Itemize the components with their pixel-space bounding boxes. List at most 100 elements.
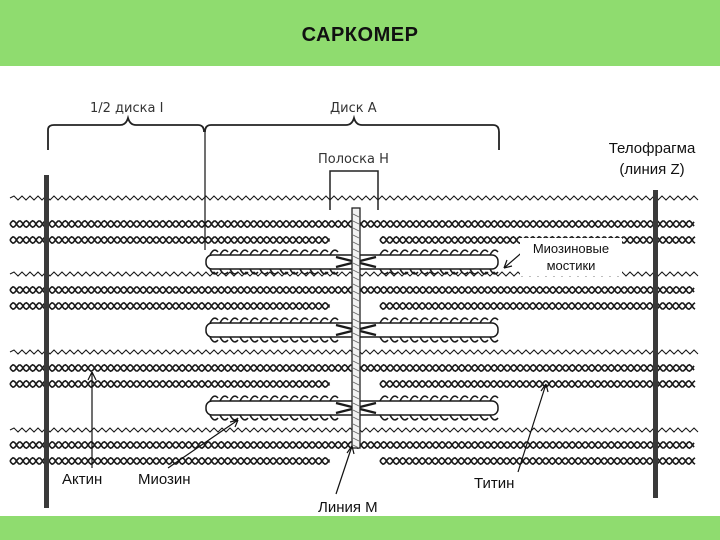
actin-left-row-2-strand-b (9, 301, 331, 311)
m-line-hatch (352, 262, 360, 267)
myosin-head-bottom (459, 268, 469, 275)
m-line-hatch (352, 430, 360, 435)
myosin-head-bottom (299, 414, 309, 421)
myosin-head-top (269, 249, 279, 256)
m-line-hatch (352, 409, 360, 414)
sarcomere-diagram: 1/2 диска I Диск А Полоска Н Телофрагма … (9, 101, 699, 516)
label-telophragma-line2: (линия Z) (619, 161, 684, 178)
actin-left-row-1 (9, 235, 331, 245)
actin-right-row-3-strand-a (379, 379, 696, 389)
myosin-head-top (429, 249, 439, 256)
m-line-hatch (352, 423, 360, 428)
m-line-bar (351, 207, 361, 449)
myosin-head-bottom (229, 336, 239, 343)
myosin-head-bottom (209, 414, 219, 421)
myosin-head-top (419, 395, 429, 402)
titin-row-1 (9, 195, 699, 201)
myosin-head-top (469, 395, 479, 402)
myosin-bridges-label-bg (520, 238, 622, 276)
label-m-line: Линия М (318, 499, 378, 516)
m-line-hatch (352, 388, 360, 393)
pointer-myosin-head (229, 419, 239, 428)
myosin-head-top (389, 395, 399, 402)
myosin-head-bottom (389, 336, 399, 343)
myosin-head-bottom (249, 336, 259, 343)
myosin-head-top (469, 249, 479, 256)
m-line-hatch (352, 290, 360, 295)
myosin-head-bottom (399, 268, 409, 275)
myosin-head-top (389, 317, 399, 324)
myosin-head-bottom (259, 414, 269, 421)
myosin-head-bottom (489, 414, 499, 421)
myosin-head-bottom (309, 268, 319, 275)
actin-left-row-3 (9, 379, 331, 389)
myosin-head-bottom (259, 336, 269, 343)
actin-right-row-4-strand-a (379, 456, 696, 466)
label-myosin-bridges-line2: мостики (547, 258, 596, 273)
myosin-head-bottom (329, 336, 339, 343)
m-line-hatch (352, 234, 360, 239)
myosin-head-top (319, 249, 329, 256)
myosin-head-bottom (459, 336, 469, 343)
m-line-hatch (352, 220, 360, 225)
myosin-head-bottom (469, 336, 479, 343)
myosin-head-bottom (329, 414, 339, 421)
myosin-head-bottom (429, 414, 439, 421)
myosin-head-bottom (489, 336, 499, 343)
myosin-head-top (409, 395, 419, 402)
myosin-head-bottom (379, 336, 389, 343)
myosin-head-top (399, 249, 409, 256)
pointer-myosin (167, 419, 239, 469)
myosin-head-top (379, 249, 389, 256)
myosin-head-top (249, 249, 259, 256)
myosin-head-top (439, 395, 449, 402)
myosin-head-bottom (239, 268, 249, 275)
m-line-hatch (352, 381, 360, 386)
label-disk-a: Диск А (330, 101, 377, 116)
myosin-head-bottom (279, 414, 289, 421)
myosin-head-top (299, 317, 309, 324)
myosin-head-bottom (319, 414, 329, 421)
myosin-head-top (429, 317, 439, 324)
myosin-head-bottom (379, 414, 389, 421)
myosin-head-top (479, 317, 489, 324)
myosin-head-bottom (219, 336, 229, 343)
m-line-hatch (352, 346, 360, 351)
header-band (0, 0, 720, 66)
myosin-head-top (289, 395, 299, 402)
m-line-hatch (352, 374, 360, 379)
myosin-head-bottom (429, 268, 439, 275)
myosin-head-top (279, 249, 289, 256)
brace-half-disk-i (47, 114, 205, 150)
m-line-hatch (352, 311, 360, 316)
m-line-hatch (352, 367, 360, 372)
actin-right-row-4 (379, 456, 696, 466)
label-myosin: Миозин (138, 471, 191, 488)
m-line-hatch (352, 339, 360, 344)
label-half-disk-i: 1/2 диска I (90, 101, 163, 116)
m-line-hatch (352, 325, 360, 330)
z-line-right (653, 190, 658, 498)
myosin-head-top (459, 395, 469, 402)
myosin-head-top (219, 249, 229, 256)
m-line-hatch (352, 318, 360, 323)
myosin-head-bottom (219, 268, 229, 275)
myosin-head-bottom (479, 336, 489, 343)
m-line-hatch (352, 283, 360, 288)
m-line-hatch (352, 353, 360, 358)
myosin-head-bottom (389, 414, 399, 421)
myosin-head-top (309, 395, 319, 402)
myosin-head-bottom (439, 268, 449, 275)
m-line-hatch (352, 402, 360, 407)
myosin-head-bottom (239, 414, 249, 421)
myosin-head-top (329, 395, 339, 402)
myosin-head-bottom (309, 414, 319, 421)
myosin-head-bottom (459, 414, 469, 421)
actin-right-row-2 (379, 301, 696, 311)
m-line-marks (352, 213, 360, 449)
myosin-head-top (239, 249, 249, 256)
myosin-head-top (319, 395, 329, 402)
myosin-head-bottom (449, 268, 459, 275)
m-line-hatch (352, 437, 360, 442)
myosin-head-bottom (479, 414, 489, 421)
